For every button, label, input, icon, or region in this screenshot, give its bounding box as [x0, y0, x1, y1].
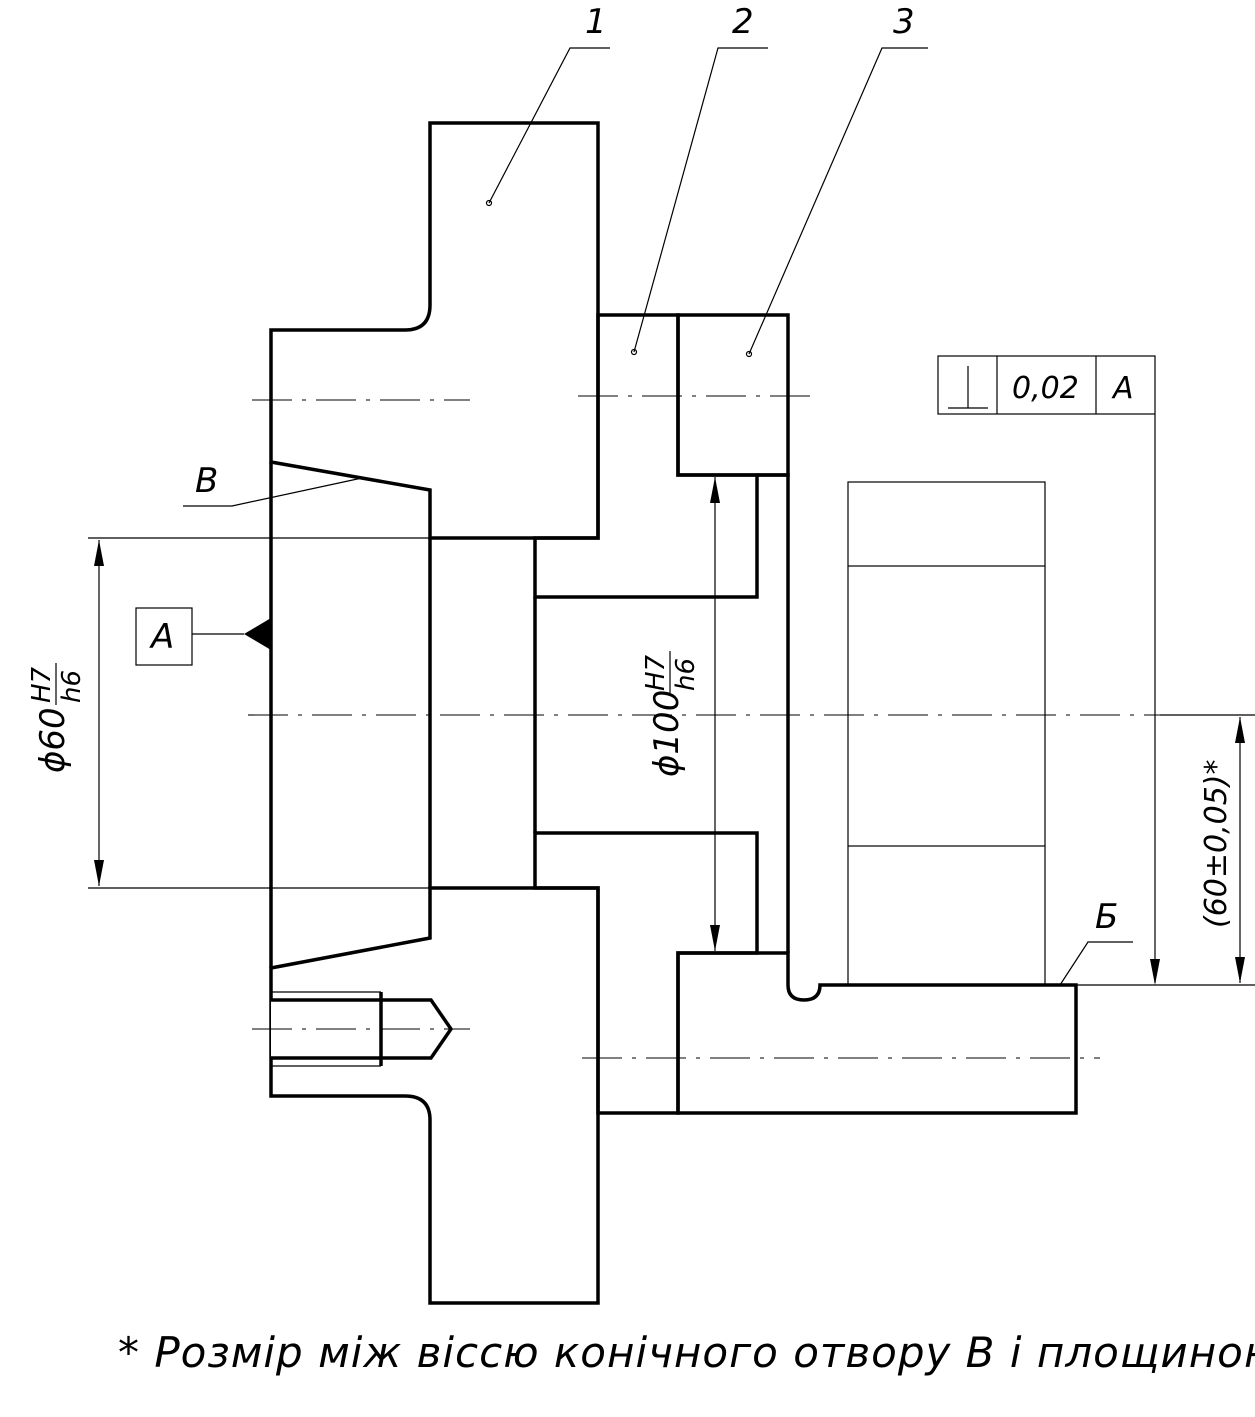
part-number-3: 3: [893, 2, 915, 42]
leader-2-dot: [630, 348, 638, 356]
wheel: [847, 481, 1046, 986]
datum-a-label: А: [149, 617, 174, 657]
leader-1: [488, 47, 610, 204]
tolerance-frame-box: [937, 355, 1156, 415]
surface-v-leader: [183, 477, 363, 507]
part-2-bushing: [533, 313, 759, 1115]
perpendicularity-symbol-icon: [948, 366, 988, 409]
part-1-housing: [269, 121, 600, 1305]
d100-arrow-top: [710, 477, 720, 503]
tolerance-frame: 0,02 А: [937, 355, 1160, 985]
part-number-1: 1: [585, 2, 607, 42]
part-2-lower-section: [533, 831, 759, 1115]
leader-3: [748, 47, 928, 355]
plane-b-callout: Б: [1059, 897, 1255, 986]
dimension-d100: ϕ100 H7 h6: [641, 477, 720, 951]
dimension-d60: ϕ60 H7 h6: [27, 537, 430, 889]
tolerance-value: 0,02: [1012, 371, 1079, 406]
tolerance-datum: А: [1111, 371, 1134, 406]
distance-arrow-top: [1235, 717, 1245, 743]
part-1-upper-section: [269, 121, 600, 540]
part-number-2: 2: [732, 2, 754, 42]
wheel-upper-section: [847, 481, 1046, 567]
part-3-ring: [676, 313, 790, 477]
distance-value: (60±0,05)*: [1199, 759, 1234, 928]
d60-arrow-bottom: [94, 860, 104, 886]
footnote: * Розмір між віссю конічного отвору В і …: [118, 1328, 1255, 1377]
d100-shaft-fit: h6: [671, 658, 701, 691]
datum-a-triangle: [244, 618, 271, 650]
d60-prefix: ϕ60: [33, 707, 73, 773]
part-2-upper-section: [533, 313, 759, 599]
leader-2: [633, 47, 768, 353]
wheel-lower-section: [847, 845, 1046, 986]
leader-3-dot: [745, 350, 753, 358]
part-1-lower-section: [269, 886, 600, 1305]
d60-hole-fit: H7: [27, 666, 57, 703]
surface-v-callout: В: [183, 461, 363, 507]
datum-a: А: [135, 607, 271, 666]
plane-b-label: Б: [1095, 897, 1118, 937]
dimension-distance: (60±0,05)*: [1160, 714, 1255, 983]
datum-a-box: [135, 607, 193, 666]
d100-hole-fit: H7: [641, 654, 671, 691]
leader-1-dot: [485, 199, 493, 207]
d100-arrow-bottom: [710, 925, 720, 951]
tolerance-leader-arrow: [1150, 959, 1160, 985]
d60-shaft-fit: h6: [57, 670, 87, 703]
distance-arrow-bottom: [1235, 957, 1245, 983]
surface-v-label: В: [195, 461, 218, 501]
shaft-plate-section: [676, 951, 1078, 1115]
d100-prefix: ϕ100: [647, 690, 687, 777]
shaft-vertical-wall: [757, 473, 790, 953]
center-lines: [248, 395, 1160, 1059]
part-leaders: 1 2 3: [485, 2, 928, 358]
part-3-section: [676, 313, 790, 477]
shaft-plate: [676, 473, 1078, 1115]
d60-arrow-top: [94, 540, 104, 566]
plane-b-leader: [1059, 941, 1133, 986]
